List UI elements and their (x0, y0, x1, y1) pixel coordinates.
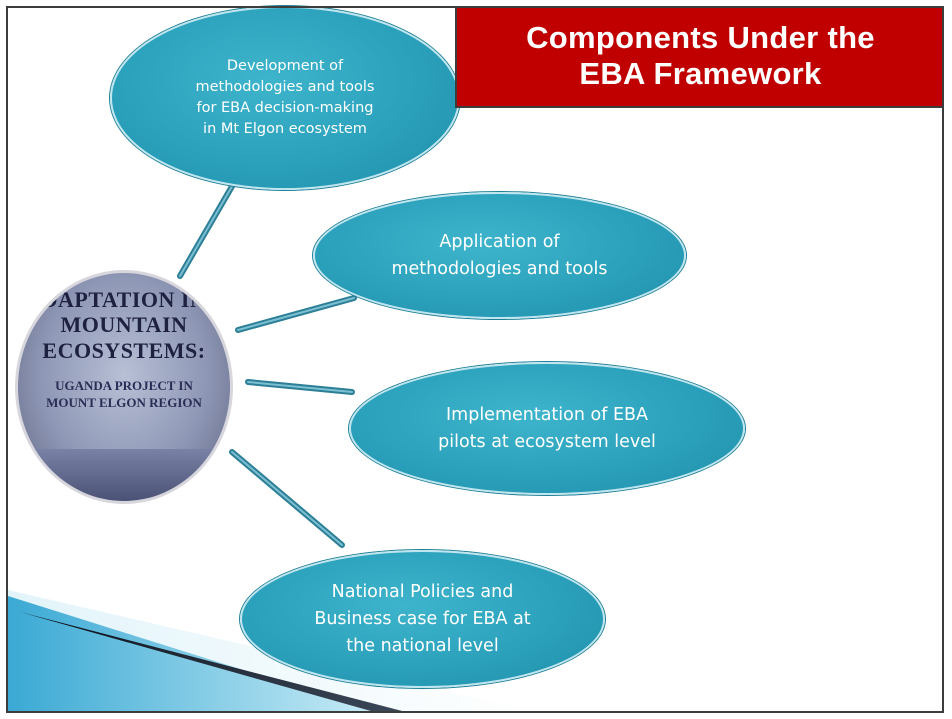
title-box: Components Under the EBA Framework (455, 6, 944, 108)
stripe-dark (20, 612, 410, 713)
poster-mountain-base (18, 449, 230, 501)
poster-line: ECOSYSTEMS: (42, 337, 206, 363)
component-label: Development of methodologies and tools f… (195, 58, 375, 137)
component-bubble-methodologies-development: Development of methodologies and tools f… (110, 6, 460, 190)
component-label: Implementation of EBA pilots at ecosyste… (438, 404, 656, 452)
component-bubble-application: Application of methodologies and tools (313, 192, 686, 319)
component-label: National Policies and Business case for … (314, 581, 531, 656)
slide-title: Components Under the EBA Framework (526, 20, 875, 91)
center-poster-photo: DAPTATION IN MOUNTAIN ECOSYSTEMS: UGANDA… (15, 270, 233, 504)
poster-line: DAPTATION IN (41, 287, 207, 312)
poster-line: MOUNT ELGON REGION (46, 394, 202, 410)
component-label: Application of methodologies and tools (391, 231, 608, 279)
poster-line: MOUNTAIN (60, 312, 188, 338)
poster-line: UGANDA PROJECT IN (55, 377, 193, 393)
component-bubble-implementation: Implementation of EBA pilots at ecosyste… (349, 362, 745, 495)
component-bubble-national-policies: National Policies and Business case for … (240, 550, 605, 688)
poster-text: DAPTATION IN MOUNTAIN ECOSYSTEMS: UGANDA… (18, 287, 230, 411)
